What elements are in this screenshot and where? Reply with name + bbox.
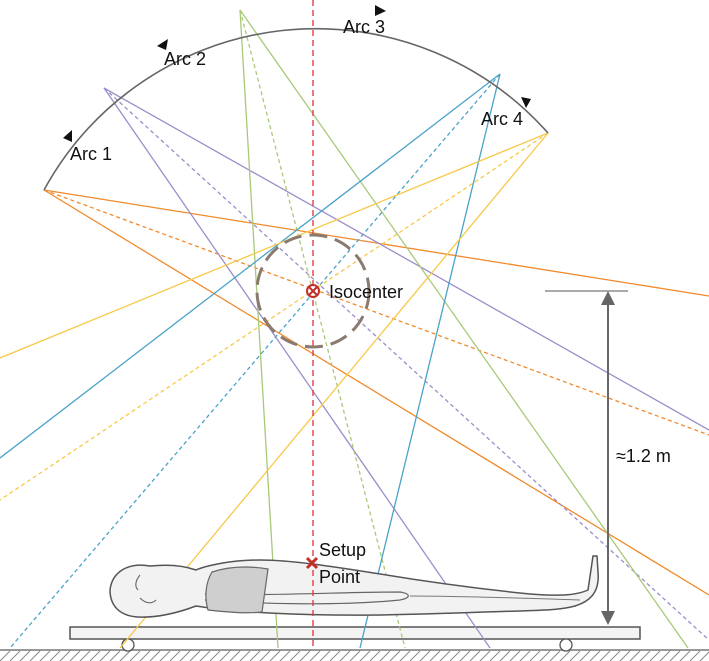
distance-label: ≈1.2 m xyxy=(616,446,671,466)
gantry-arc xyxy=(43,27,549,191)
arc1-label: Arc 1 xyxy=(70,144,112,164)
arc2-beams xyxy=(103,87,709,649)
floor xyxy=(0,649,709,661)
setup-point-marker-icon xyxy=(305,556,319,570)
setup-point-label-line1: Setup xyxy=(319,540,366,560)
patient-body xyxy=(109,555,599,618)
arc3-beams xyxy=(239,9,689,649)
arc4-beams-yellow xyxy=(0,132,549,649)
arc3-label: Arc 3 xyxy=(343,17,385,37)
distance-indicator xyxy=(545,290,628,625)
treatment-couch xyxy=(69,626,641,652)
arc4-beams-blue xyxy=(0,73,501,649)
isocenter-marker-icon xyxy=(306,284,320,298)
isocenter-label: Isocenter xyxy=(329,282,403,302)
arc4-label: Arc 4 xyxy=(481,109,523,129)
arc4-arrow-icon xyxy=(521,97,531,108)
arc1-arrow-icon xyxy=(63,130,72,142)
arc2-label: Arc 2 xyxy=(164,49,206,69)
arc-direction-markers xyxy=(63,5,531,142)
target-volume xyxy=(255,233,371,349)
setup-point-label-line2: Point xyxy=(319,567,360,587)
arc3-arrow-icon xyxy=(375,5,386,16)
arc2-arrow-icon xyxy=(157,39,168,50)
arc1-beams xyxy=(43,189,709,596)
